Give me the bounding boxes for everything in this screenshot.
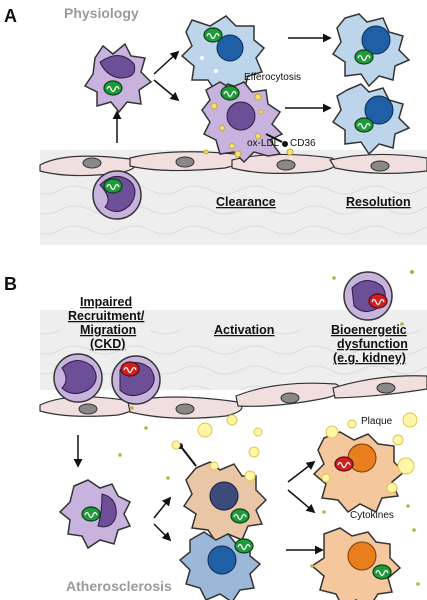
ox-ldl-particles-a xyxy=(203,133,294,158)
label-clearance: Clearance xyxy=(216,195,276,209)
monocyte-a xyxy=(83,42,153,114)
monocyte-b-top-right xyxy=(332,270,414,326)
macrophage-b-lipid xyxy=(177,443,268,544)
macrophage-a-top xyxy=(180,15,266,94)
lipid-droplets-b xyxy=(118,406,263,482)
label-bioenergetic-1: Bioenergetic xyxy=(331,323,407,337)
label-impaired-1: Impaired xyxy=(80,295,132,309)
label-impaired-2: Recruitment/ xyxy=(68,309,145,323)
monocyte-b-tissue xyxy=(58,479,132,550)
label-cd36: CD36 xyxy=(290,138,316,149)
label-ox-ldl: ox-LDL xyxy=(247,138,280,149)
macrophage-a-resolved xyxy=(331,83,411,156)
macrophage-b-cytokines xyxy=(310,504,420,600)
label-resolution: Resolution xyxy=(346,195,411,209)
label-plaque: Plaque xyxy=(361,416,393,427)
monocyte-b-left xyxy=(53,353,103,403)
macrophage-b-blue xyxy=(178,531,262,600)
label-impaired-3: Migration xyxy=(80,323,136,337)
label-bioenergetic-2: dysfunction xyxy=(337,337,408,351)
macrophage-a-top-right xyxy=(331,13,411,88)
monocyte-b-damaged xyxy=(111,355,161,405)
endothelium-a xyxy=(39,151,427,177)
panel-b-title: Atherosclerosis xyxy=(66,578,172,594)
efferocytosis-macrophage xyxy=(201,81,288,164)
panel-a-letter: A xyxy=(4,6,17,26)
label-impaired-4: (CKD) xyxy=(90,337,125,351)
label-activation: Activation xyxy=(214,323,274,337)
foam-cell-plaque xyxy=(312,412,418,514)
label-cytokines: Cytokines xyxy=(350,510,394,521)
panel-b-letter: B xyxy=(4,274,17,294)
label-efferocytosis: Efferocytosis xyxy=(244,72,301,83)
panel-a-title: Physiology xyxy=(64,5,139,21)
label-bioenergetic-3: (e.g. kidney) xyxy=(333,351,406,365)
monocyte-tissue-a xyxy=(92,170,142,220)
